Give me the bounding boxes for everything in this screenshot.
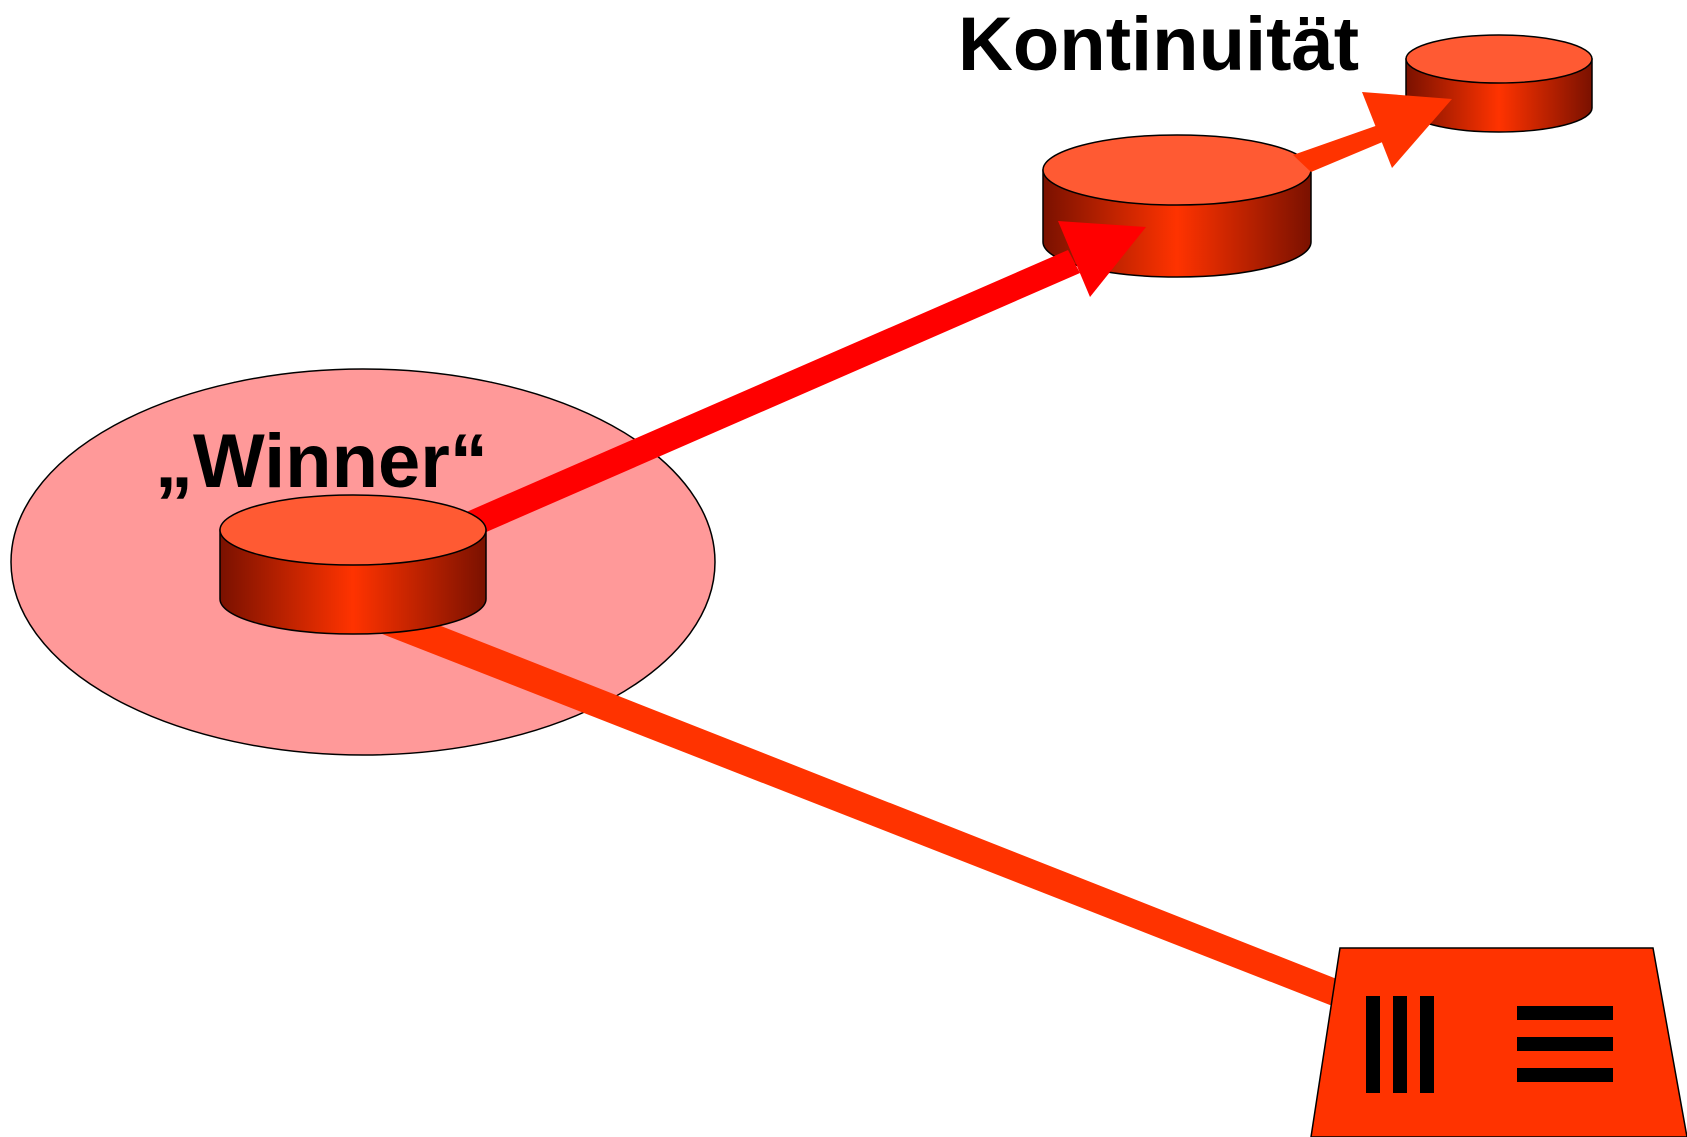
vertical-bar bbox=[1366, 996, 1380, 1093]
continuity-label: Kontinuität bbox=[958, 2, 1359, 87]
continuity-arrowhead bbox=[1362, 92, 1452, 168]
upper-arrowhead bbox=[1058, 221, 1146, 297]
horizontal-bar bbox=[1517, 1068, 1613, 1082]
vertical-bar bbox=[1393, 996, 1407, 1093]
winner-cylinder bbox=[219, 494, 487, 635]
horizontal-bar bbox=[1517, 1006, 1613, 1020]
horizontal-bar bbox=[1517, 1037, 1613, 1051]
vertical-bar bbox=[1420, 996, 1434, 1093]
winner-label: „Winner“ bbox=[155, 419, 488, 504]
trapezoid-marker bbox=[1310, 947, 1687, 1137]
upper-arrow-shaft bbox=[448, 250, 1080, 533]
lower-connector-bar bbox=[372, 613, 1352, 1007]
continuity-arrow-shaft bbox=[1293, 123, 1392, 172]
